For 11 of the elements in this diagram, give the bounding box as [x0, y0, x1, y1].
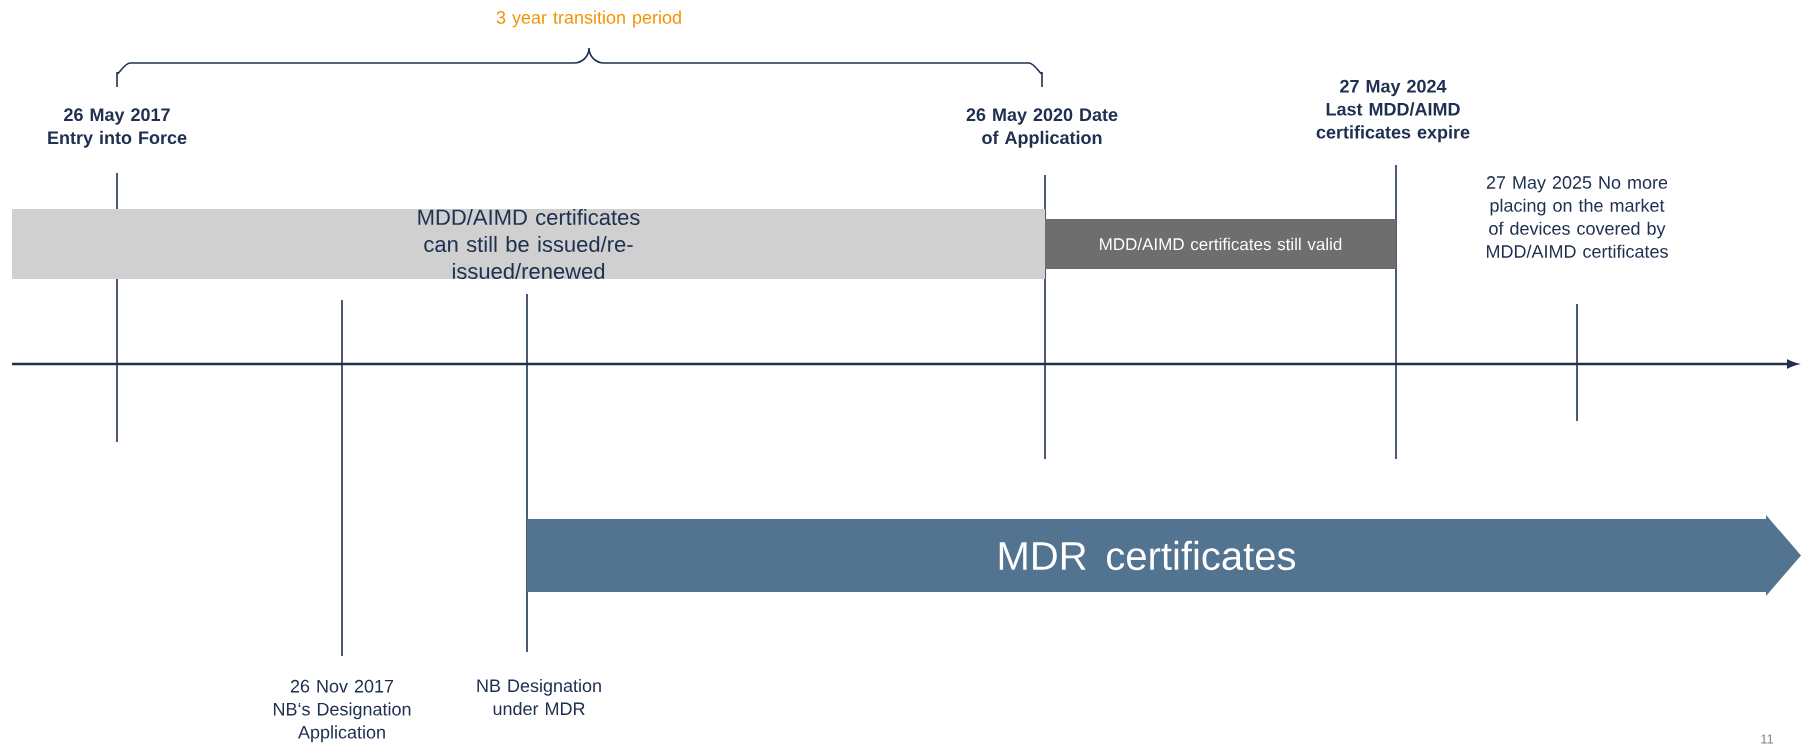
date-label: 27 May 2024 Last MDD/AIMD certificates expire [1316, 79, 1470, 143]
timeline-bar: MDD/AIMD certificates can still be issued/re-issued/renewed [12, 208, 1045, 280]
timeline-bar: MDD/AIMD certificates still valid [1045, 219, 1396, 269]
date-label: 27 May 2025 No more placing on the market of devices covered by MDD/AIMD certificates [1486, 176, 1668, 258]
date-label: 26 May 2020 Date of Application [966, 108, 1118, 148]
arrow-bar: MDR certificates [527, 515, 1801, 596]
period-label: 3 year transition period [496, 10, 681, 28]
page-number: 11 [1761, 734, 1774, 744]
date-label: 26 Nov 2017 NB‘s Designation Application [273, 679, 411, 743]
date-label: 26 May 2017 Entry into Force [48, 108, 187, 148]
date-label: NB Designation under MDR [477, 678, 601, 716]
